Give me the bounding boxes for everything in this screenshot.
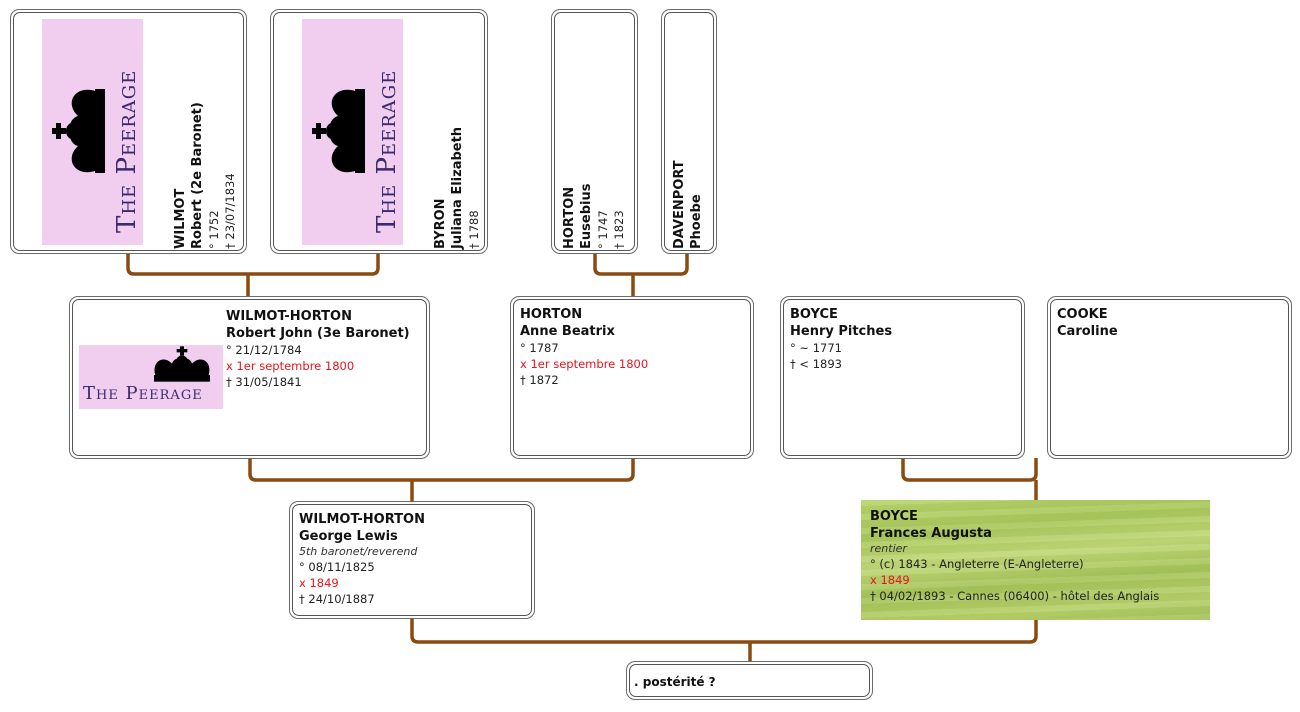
marriage: x 1849: [299, 576, 339, 590]
birth: ° ~ 1771: [790, 341, 842, 355]
surname: BOYCE: [870, 509, 918, 524]
occupation: 5th baronet/reverend: [299, 545, 418, 558]
connector-parents: [410, 618, 1038, 644]
peerage-logo-text: The Peerage: [372, 69, 402, 233]
peerage-logo: The Peerage: [302, 19, 403, 245]
person-card-horton-eusebius[interactable]: HORTON Eusebius ° 1747 † 1823: [551, 9, 638, 254]
given-name: Eusebius: [579, 183, 594, 249]
death: † 1788: [467, 210, 481, 249]
peerage-logo-text: The Peerage: [83, 383, 203, 404]
death: † < 1893: [790, 357, 842, 371]
given-name: Henry Pitches: [790, 324, 893, 339]
connector-horton-davenport: [593, 254, 689, 276]
occupation: rentier: [870, 542, 907, 555]
surname: WILMOT-HORTON: [226, 309, 352, 324]
surname: BYRON: [433, 198, 448, 249]
death: † 31/05/1841: [226, 375, 302, 389]
card-texture: [861, 500, 1210, 620]
descendants-card[interactable]: . postérité ?: [626, 661, 873, 700]
birth: ° 1752: [207, 210, 221, 249]
person-card-wilmot-horton-robert-john[interactable]: The Peerage WILMOT-HORTON Robert John (3…: [69, 296, 430, 459]
given-name: Juliana Elizabeth: [450, 126, 465, 249]
death: † 1872: [520, 373, 559, 387]
birth: ° 08/11/1825: [299, 560, 375, 574]
surname: HORTON: [520, 307, 583, 322]
given-name: Caroline: [1057, 324, 1118, 339]
birth: ° 1747: [596, 210, 610, 249]
surname: WILMOT: [173, 188, 188, 249]
crown-icon: [52, 89, 105, 173]
given-name: Anne Beatrix: [520, 324, 615, 339]
death: † 23/07/1834: [223, 173, 237, 249]
death: † 24/10/1887: [299, 592, 375, 606]
person-card-davenport-phoebe[interactable]: DAVENPORT Phoebe: [661, 9, 717, 254]
surname: WILMOT-HORTON: [299, 512, 425, 527]
person-card-horton-anne-beatrix[interactable]: HORTON Anne Beatrix ° 1787 x 1er septemb…: [510, 296, 754, 459]
given-name: Phoebe: [689, 194, 704, 249]
surname: COOKE: [1057, 307, 1108, 322]
death: † 1823: [612, 210, 626, 249]
birth: ° 21/12/1784: [226, 343, 302, 357]
person-card-boyce-henry-pitches[interactable]: BOYCE Henry Pitches ° ~ 1771 † < 1893: [780, 296, 1025, 459]
person-card-wilmot-robert[interactable]: The Peerage WILMOT Robert (2e Baronet) °…: [10, 9, 247, 254]
given-name: Frances Augusta: [870, 526, 992, 541]
given-name: George Lewis: [299, 529, 398, 544]
birth: ° (c) 1843 - Angleterre (E-Angleterre): [870, 557, 1084, 571]
surname: DAVENPORT: [672, 160, 687, 249]
marriage: x 1849: [870, 573, 910, 587]
birth: ° 1787: [520, 341, 559, 355]
connector-grandparents-left: [248, 458, 635, 482]
peerage-logo: The Peerage: [79, 345, 223, 409]
peerage-logo: The Peerage: [42, 19, 143, 245]
crown-icon: [154, 346, 210, 382]
marriage: x 1er septembre 1800: [226, 359, 355, 373]
crown-icon: [312, 89, 365, 173]
given-name: Robert (2e Baronet): [190, 102, 205, 249]
person-card-cooke-caroline[interactable]: COOKE Caroline: [1047, 296, 1292, 459]
surname: BOYCE: [790, 307, 838, 322]
person-card-byron-juliana[interactable]: The Peerage BYRON Juliana Elizabeth † 17…: [270, 9, 488, 254]
person-card-boyce-frances-augusta[interactable]: BOYCE Frances Augusta rentier ° (c) 1843…: [861, 500, 1210, 620]
connector-wilmot-byron: [126, 254, 380, 276]
descendants-label: . postérité ?: [634, 675, 716, 689]
marriage: x 1er septembre 1800: [520, 357, 649, 371]
death: † 04/02/1893 - Cannes (06400) - hôtel de…: [870, 589, 1160, 603]
peerage-logo-text: The Peerage: [112, 69, 142, 233]
connector-grandparents-right: [901, 458, 1038, 482]
given-name: Robert John (3e Baronet): [226, 326, 410, 341]
surname: HORTON: [562, 186, 577, 249]
person-card-wilmot-horton-george-lewis[interactable]: WILMOT-HORTON George Lewis 5th baronet/r…: [289, 501, 535, 619]
